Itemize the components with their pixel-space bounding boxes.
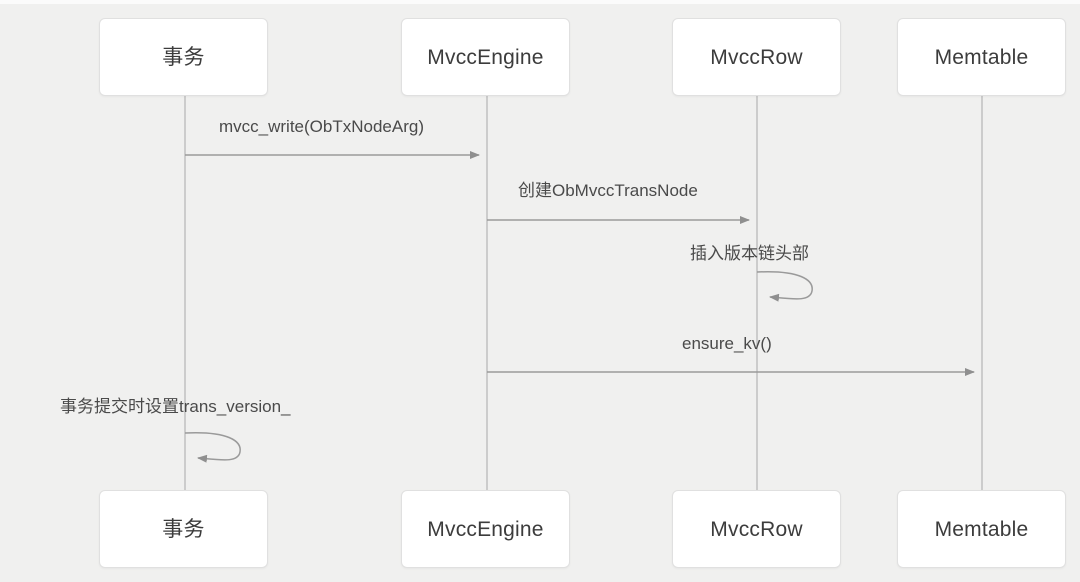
- participant-label-mvccrow-bottom: MvccRow: [710, 517, 803, 541]
- participant-box-memtable-top[interactable]: Memtable: [897, 18, 1066, 96]
- message-label-create-transnode: 创建ObMvccTransNode: [518, 181, 698, 200]
- participant-label-mvccrow-top: MvccRow: [710, 45, 803, 69]
- participant-box-memtable-bottom[interactable]: Memtable: [897, 490, 1066, 568]
- self-loop-arrow-transaction: [184, 432, 241, 463]
- participant-label-mvccengine-top: MvccEngine: [427, 45, 544, 69]
- participant-box-mvccengine-top[interactable]: MvccEngine: [401, 18, 570, 96]
- participant-label-mvccengine-bottom: MvccEngine: [427, 517, 544, 541]
- participant-box-mvccrow-bottom[interactable]: MvccRow: [672, 490, 841, 568]
- participant-box-mvccengine-bottom[interactable]: MvccEngine: [401, 490, 570, 568]
- top-white-strip: [0, 0, 1080, 4]
- message-label-ensure-kv: ensure_kv(): [682, 334, 772, 353]
- participant-box-mvccrow-top[interactable]: MvccRow: [672, 18, 841, 96]
- participant-label-transaction-top: 事务: [162, 45, 205, 69]
- participant-label-memtable-bottom: Memtable: [934, 517, 1029, 541]
- participant-label-transaction-bottom: 事务: [162, 517, 205, 541]
- lifelines: [184, 96, 983, 490]
- self-loop-arrow-mvccrow: [756, 271, 813, 302]
- participant-box-transaction-bottom[interactable]: 事务: [99, 490, 268, 568]
- participant-box-transaction-top[interactable]: 事务: [99, 18, 268, 96]
- message-label-insert-version-chain-head: 插入版本链头部: [690, 244, 809, 263]
- participant-label-memtable-top: Memtable: [934, 45, 1029, 69]
- message-label-mvcc-write: mvcc_write(ObTxNodeArg): [219, 117, 424, 136]
- message-label-set-trans-version: 事务提交时设置trans_version_: [60, 397, 291, 416]
